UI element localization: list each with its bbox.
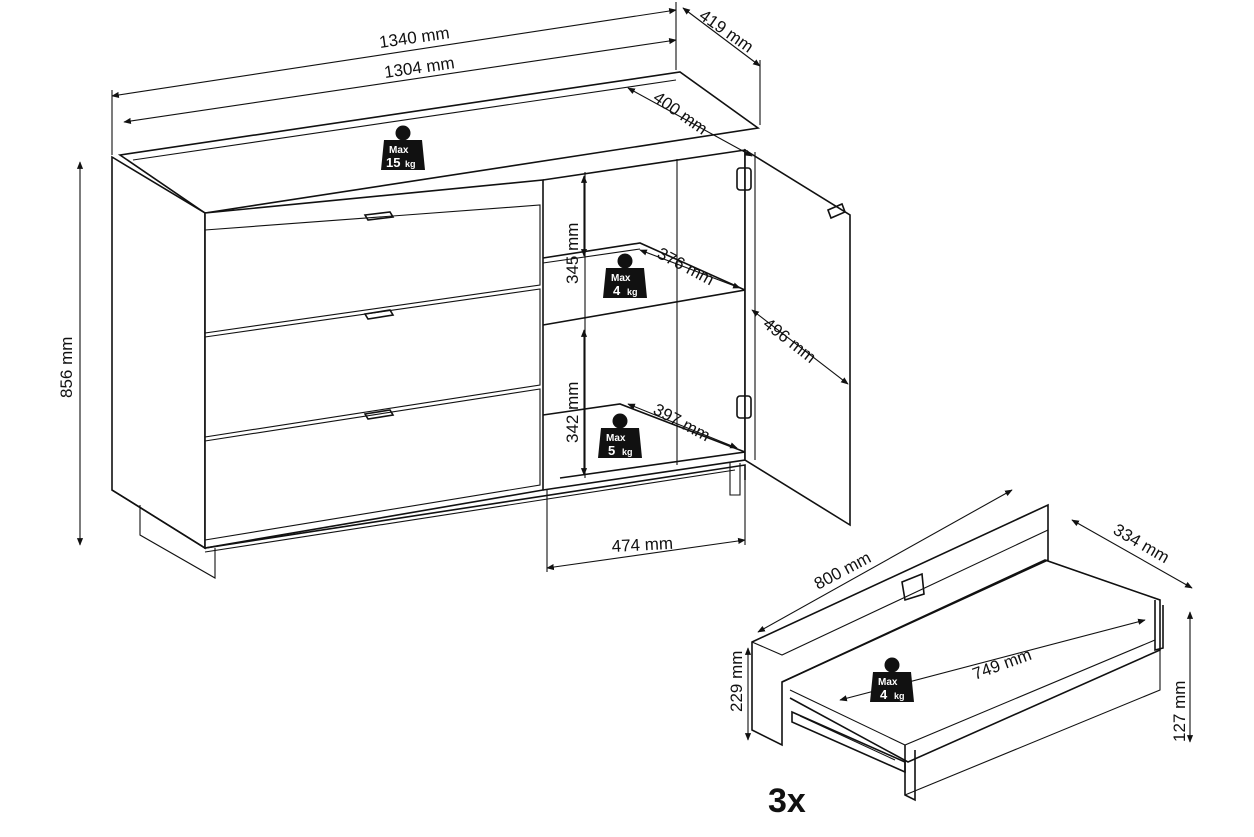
drawer-dim-side-height: 127 mm [1170,681,1189,742]
drawer-dim-inner-width: 749 mm [970,645,1034,684]
drawer-dim-front-height: 229 mm [727,651,746,712]
weight-badge-drawer: Max 4 kg [870,657,914,702]
svg-text:5: 5 [608,443,615,458]
drawer-front-top [204,204,541,334]
svg-text:Max: Max [878,677,898,688]
sideboard-base [111,464,746,549]
dim-shelf-top-height: 345 mm [563,223,582,284]
svg-text:Max: Max [389,145,409,156]
drawer-front-panel [751,503,1049,747]
svg-text:kg: kg [405,159,416,169]
svg-text:15: 15 [386,155,400,170]
sideboard-left-side [111,155,206,550]
dim-shelf-bottom-height: 342 mm [563,382,582,443]
drawer-dim-width: 800 mm [811,548,874,594]
svg-text:4: 4 [880,687,888,702]
svg-text:kg: kg [627,287,638,297]
drawer-slide-rail [791,710,906,774]
dim-height: 856 mm [57,337,76,398]
svg-text:kg: kg [622,447,633,457]
weight-badge-lower-shelf: Max 5 kg [598,413,642,458]
weight-badge-upper-shelf: Max 4 kg [603,253,647,298]
svg-text:Max: Max [606,433,626,444]
dim-compartment-width: 474 mm [611,534,673,556]
dim-shelf-top-depth: 376 mm [654,244,717,290]
dim-outer-width: 1340 mm [378,23,451,52]
drawer-front-middle [204,288,541,438]
drawer-drawing [751,503,1164,802]
dim-shelf-bottom-depth: 397 mm [650,400,713,446]
drawer-front-bottom [204,388,541,541]
svg-text:kg: kg [894,691,905,701]
svg-text:4: 4 [613,283,621,298]
sideboard-dimension-lines [76,2,849,572]
weight-badge-top: Max 15 kg [381,125,425,170]
svg-text:Max: Max [611,273,631,284]
drawer-count-label: 3x [768,782,806,820]
drawer-dim-depth: 334 mm [1110,520,1173,567]
sideboard-drawing [111,71,851,579]
dim-outer-depth: 419 mm [696,6,757,57]
drawer-handles [363,211,395,420]
